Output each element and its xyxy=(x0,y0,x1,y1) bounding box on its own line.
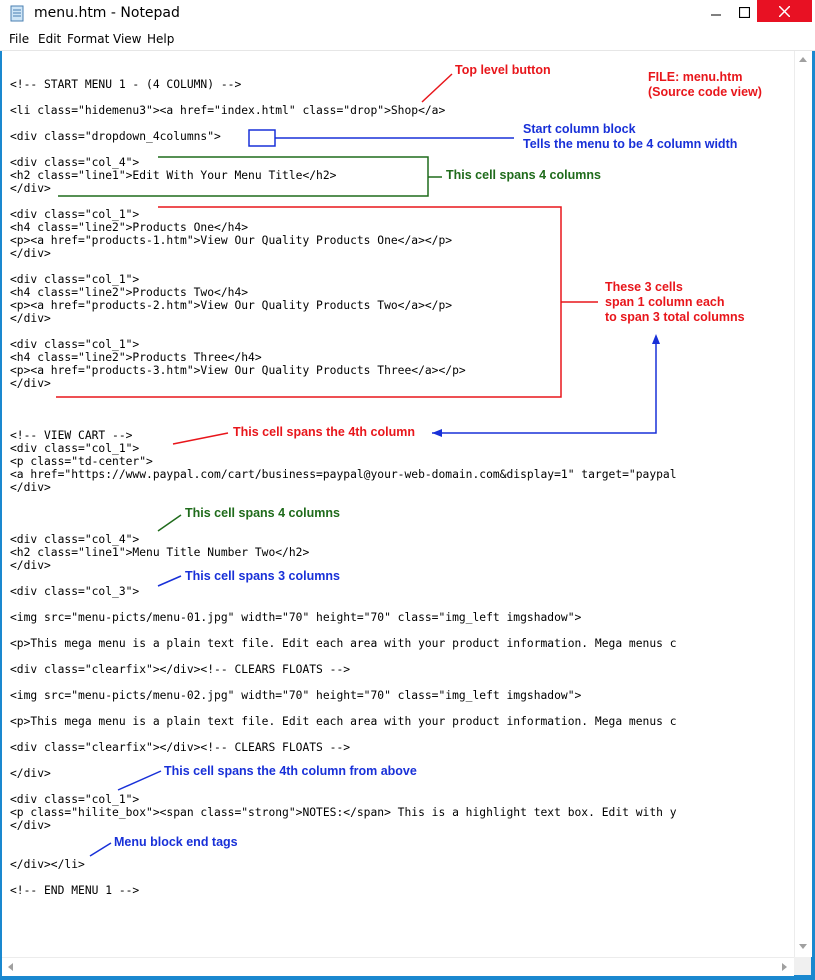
pointer-line-top-level xyxy=(421,73,453,103)
close-button[interactable] xyxy=(757,0,812,22)
scroll-down-arrow-icon xyxy=(799,944,807,949)
vertical-scrollbar[interactable] xyxy=(794,51,812,957)
code-line: </div> xyxy=(10,819,51,832)
code-line: </div> xyxy=(10,767,51,780)
code-line: </div> xyxy=(10,312,51,325)
code-line: <div class="clearfix"></div><!-- CLEARS … xyxy=(10,663,351,676)
code-line: <div class="dropdown_4columns"> xyxy=(10,130,221,143)
horizontal-scrollbar[interactable] xyxy=(2,957,794,976)
code-line: <div class="col_1"> xyxy=(10,208,140,221)
menu-file[interactable]: File xyxy=(9,32,30,46)
code-line: <p class="hilite_box"><span class="stron… xyxy=(10,806,677,819)
code-line: </div> xyxy=(10,182,51,195)
code-line: <div class="clearfix"></div><!-- CLEARS … xyxy=(10,741,351,754)
label-three-cells: These 3 cells span 1 column each to span… xyxy=(605,280,745,324)
code-line: <div class="col_1"> xyxy=(10,442,140,455)
text-editor[interactable]: <!-- START MENU 1 - (4 COLUMN) --> <li c… xyxy=(2,51,794,957)
arrowhead-up xyxy=(652,334,660,344)
code-line: <!-- END MENU 1 --> xyxy=(10,884,140,897)
pointer-line-col1-4th xyxy=(117,770,162,791)
arrowhead-left xyxy=(432,429,442,437)
code-line: </div></li> xyxy=(10,858,85,871)
window-title: menu.htm - Notepad xyxy=(34,5,180,21)
label-start-column-block: Start column block Tells the menu to be … xyxy=(523,122,738,151)
code-line: <p class="td-center"> xyxy=(10,455,153,468)
label-top-level-button: Top level button xyxy=(455,63,551,77)
code-line: </div> xyxy=(10,377,51,390)
code-line: </div> xyxy=(10,559,51,572)
bracket-col4-first xyxy=(58,156,429,197)
notepad-icon xyxy=(10,5,24,22)
bracket-dropdown xyxy=(248,129,276,147)
menu-view[interactable]: View xyxy=(113,32,142,46)
code-line: <div class="col_1"> xyxy=(10,793,140,806)
label-file: FILE: menu.htm (Source code view) xyxy=(648,70,762,99)
menu-help[interactable]: Help xyxy=(147,32,175,46)
pointer-line-end-tags xyxy=(89,842,112,857)
scroll-right-arrow-icon xyxy=(782,963,787,971)
bracket-col1-group xyxy=(56,206,562,398)
label-end-tags: Menu block end tags xyxy=(114,835,238,849)
code-line: </div> xyxy=(10,481,51,494)
menu-bar: File Edit Format View Help xyxy=(0,28,815,51)
connector-4th-column xyxy=(432,340,657,434)
code-line: </div> xyxy=(10,247,51,260)
code-line: <li class="hidemenu3"><a href="index.htm… xyxy=(10,104,446,117)
pointer-line-col3 xyxy=(157,575,182,587)
code-line: <p><a href="products-2.htm">View Our Qua… xyxy=(10,299,453,312)
code-line: <div class="col_4"> xyxy=(10,533,140,546)
code-line: <p>This mega menu is a plain text file. … xyxy=(10,715,677,728)
code-line: <p><a href="products-3.htm">View Our Qua… xyxy=(10,364,466,377)
pointer-line-col4-second xyxy=(157,514,182,532)
resize-grip[interactable] xyxy=(794,957,811,975)
code-line: <h4 class="line2">Products Two</h4> xyxy=(10,286,249,299)
code-line: <p><a href="products-1.htm">View Our Qua… xyxy=(10,234,453,247)
label-spans-4th-above: This cell spans the 4th column from abov… xyxy=(164,764,417,778)
code-line: <div class="col_1"> xyxy=(10,338,140,351)
code-line: <img src="menu-picts/menu-01.jpg" width=… xyxy=(10,611,582,624)
scroll-left-arrow-icon xyxy=(8,963,13,971)
label-spans-4-first: This cell spans 4 columns xyxy=(446,168,601,182)
code-line: <h4 class="line2">Products One</h4> xyxy=(10,221,249,234)
code-line: <p>This mega menu is a plain text file. … xyxy=(10,637,677,650)
maximize-button[interactable] xyxy=(730,0,758,24)
pointer-line-view-cart xyxy=(172,432,229,445)
code-line: <h2 class="line1">Menu Title Number Two<… xyxy=(10,546,310,559)
label-spans-3: This cell spans 3 columns xyxy=(185,569,340,583)
code-line: <a href="https://www.paypal.com/cart/bus… xyxy=(10,468,677,481)
code-line: <h2 class="line1">Edit With Your Menu Ti… xyxy=(10,169,337,182)
label-spans-4-second: This cell spans 4 columns xyxy=(185,506,340,520)
code-line: <img src="menu-picts/menu-02.jpg" width=… xyxy=(10,689,582,702)
code-line: <!-- VIEW CART --> xyxy=(10,429,133,442)
scroll-up-arrow-icon xyxy=(799,57,807,62)
minimize-button[interactable] xyxy=(702,0,730,24)
code-line: <h4 class="line2">Products Three</h4> xyxy=(10,351,262,364)
label-spans-4th: This cell spans the 4th column xyxy=(233,425,415,439)
code-line: <div class="col_1"> xyxy=(10,273,140,286)
menu-format[interactable]: Format xyxy=(67,32,110,46)
code-line: <!-- START MENU 1 - (4 COLUMN) --> xyxy=(10,78,242,91)
title-bar[interactable]: menu.htm - Notepad xyxy=(0,0,815,28)
menu-edit[interactable]: Edit xyxy=(38,32,62,46)
code-line: <div class="col_4"> xyxy=(10,156,140,169)
code-line: <div class="col_3"> xyxy=(10,585,140,598)
